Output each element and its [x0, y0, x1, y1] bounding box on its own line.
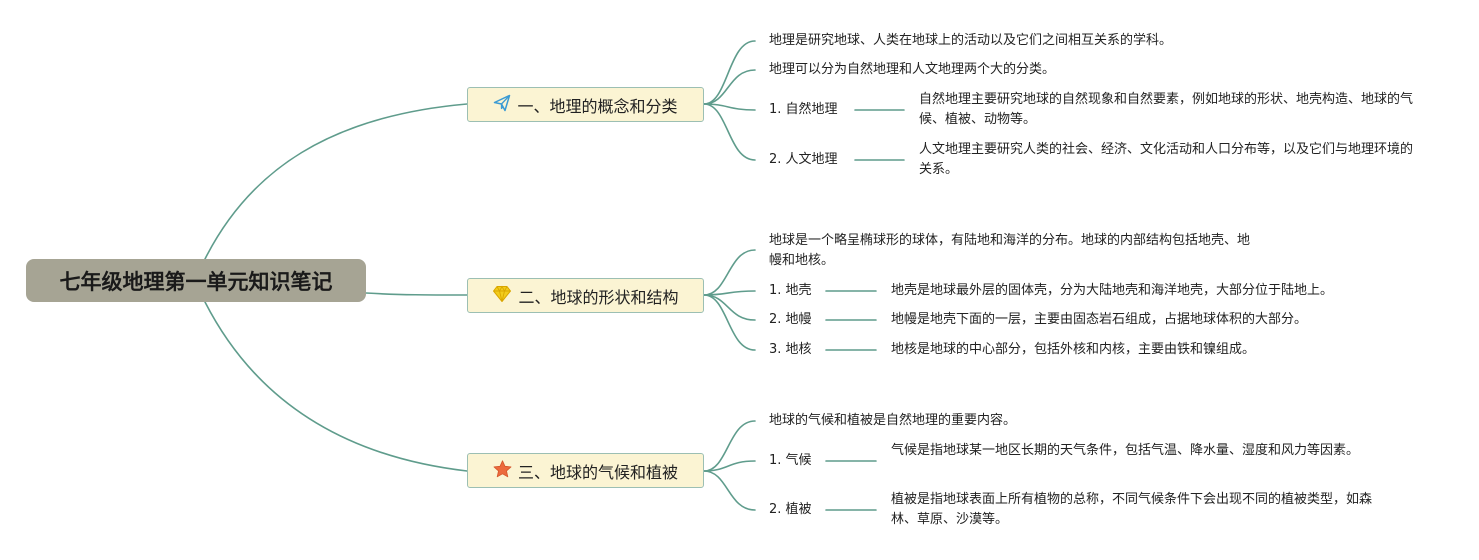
diamond-icon [492, 285, 512, 307]
b2-item-2-desc: 地壳是地球最外层的固体壳，分为大陆地壳和海洋地壳，大部分位于陆地上。 [891, 283, 1334, 298]
b1-item-3-label: 1. 自然地理 [769, 102, 838, 117]
connector-b2-item-4 [703, 294, 756, 351]
b2-item-2-label: 1. 地壳 [769, 283, 812, 298]
b3-item-3-desc: 植被是指地球表面上所有植物的总称，不同气候条件下会出现不同的植被类型，如森林、草… [891, 492, 1373, 527]
connector-b2-item-1 [703, 249, 756, 296]
b2-item-4-desc: 地核是地球的中心部分，包括外核和内核，主要由铁和镍组成。 [891, 342, 1256, 357]
b2-item-3-desc: 地幔是地壳下面的一层，主要由固态岩石组成，占据地球体积的大部分。 [891, 312, 1308, 327]
root-title: 七年级地理第一单元知识笔记 [59, 269, 333, 294]
b2-item-4-label: 3. 地核 [769, 342, 812, 357]
b1-item-1-text: 地理是研究地球、人类在地球上的活动以及它们之间相互关系的学科。 [769, 33, 1173, 48]
connector-root-branch-2 [365, 292, 468, 296]
root-node[interactable]: 七年级地理第一单元知识笔记 [26, 259, 366, 302]
connector-root-branch-1 [204, 103, 468, 260]
connector-b1-item-4 [703, 103, 756, 161]
branch-node-concept[interactable]: 一、地理的概念和分类 [467, 87, 704, 122]
connector-b1-item-3 [703, 103, 756, 111]
connector-b1-item-2 [703, 69, 756, 105]
connector-root-branch-3 [204, 301, 468, 472]
b1-item-2-text: 地理可以分为自然地理和人文地理两个大的分类。 [769, 62, 1056, 77]
branch-title: 二、地球的形状和结构 [518, 287, 679, 307]
branch-node-shape-structure[interactable]: 二、地球的形状和结构 [467, 278, 704, 313]
b1-item-3-desc: 自然地理主要研究地球的自然现象和自然要素，例如地球的形状、地壳构造、地球的气候、… [919, 92, 1414, 127]
star-icon [493, 459, 512, 482]
paper-plane-icon [493, 94, 511, 116]
connector-b3-item-1 [703, 420, 756, 472]
branch-title: 三、地球的气候和植被 [517, 462, 678, 482]
b2-item-3-label: 2. 地幔 [769, 312, 812, 327]
b3-item-2-label: 1. 气候 [769, 453, 812, 468]
connector-b3-item-3 [703, 470, 756, 511]
branch-node-climate-vegetation[interactable]: 三、地球的气候和植被 [467, 453, 704, 488]
b3-item-3-label: 2. 植被 [769, 502, 812, 517]
branch-title: 一、地理的概念和分类 [517, 96, 678, 116]
b3-item-1-text: 地球的气候和植被是自然地理的重要内容。 [769, 413, 1017, 428]
b3-item-2-desc: 气候是指地球某一地区长期的天气条件，包括气温、降水量、湿度和风力等因素。 [891, 443, 1360, 458]
b1-item-4-label: 2. 人文地理 [769, 152, 838, 167]
b1-item-4-desc: 人文地理主要研究人类的社会、经济、文化活动和人口分布等，以及它们与地理环境的关系… [919, 142, 1414, 177]
b2-item-1-text: 地球是一个略呈椭球形的球体，有陆地和海洋的分布。地球的内部结构包括地壳、地幔和地… [769, 233, 1251, 268]
connector-b1-item-1 [703, 40, 756, 105]
connector-b3-item-2 [703, 460, 756, 472]
connector-b2-item-3 [703, 294, 756, 321]
